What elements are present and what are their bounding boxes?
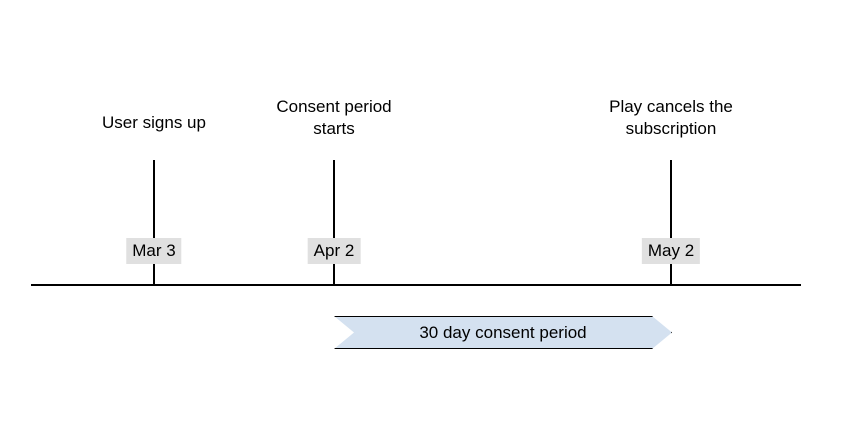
consent-period-banner: 30 day consent period: [334, 316, 672, 349]
event-caption-line: Consent period: [276, 97, 392, 116]
consent-period-banner-label: 30 day consent period: [419, 322, 587, 342]
event-date-chip-play-cancels-subscription: May 2: [641, 238, 701, 264]
event-stem-play-cancels-subscription: [670, 160, 672, 285]
event-stem-consent-period-starts: [333, 160, 335, 285]
timeline-axis: [31, 284, 801, 286]
event-caption-line: Play cancels the: [609, 97, 733, 116]
event-caption-play-cancels-subscription: Play cancels the subscription: [609, 96, 733, 140]
event-stem-user-signs-up: [153, 160, 155, 285]
event-caption-line: subscription: [625, 119, 717, 138]
event-caption-user-signs-up: User signs up: [102, 112, 206, 134]
event-caption-line: starts: [313, 119, 355, 138]
event-date-chip-consent-period-starts: Apr 2: [307, 238, 361, 264]
event-caption-line: User signs up: [102, 113, 206, 132]
event-caption-consent-period-starts: Consent period starts: [276, 96, 391, 140]
event-date-chip-user-signs-up: Mar 3: [126, 238, 182, 264]
